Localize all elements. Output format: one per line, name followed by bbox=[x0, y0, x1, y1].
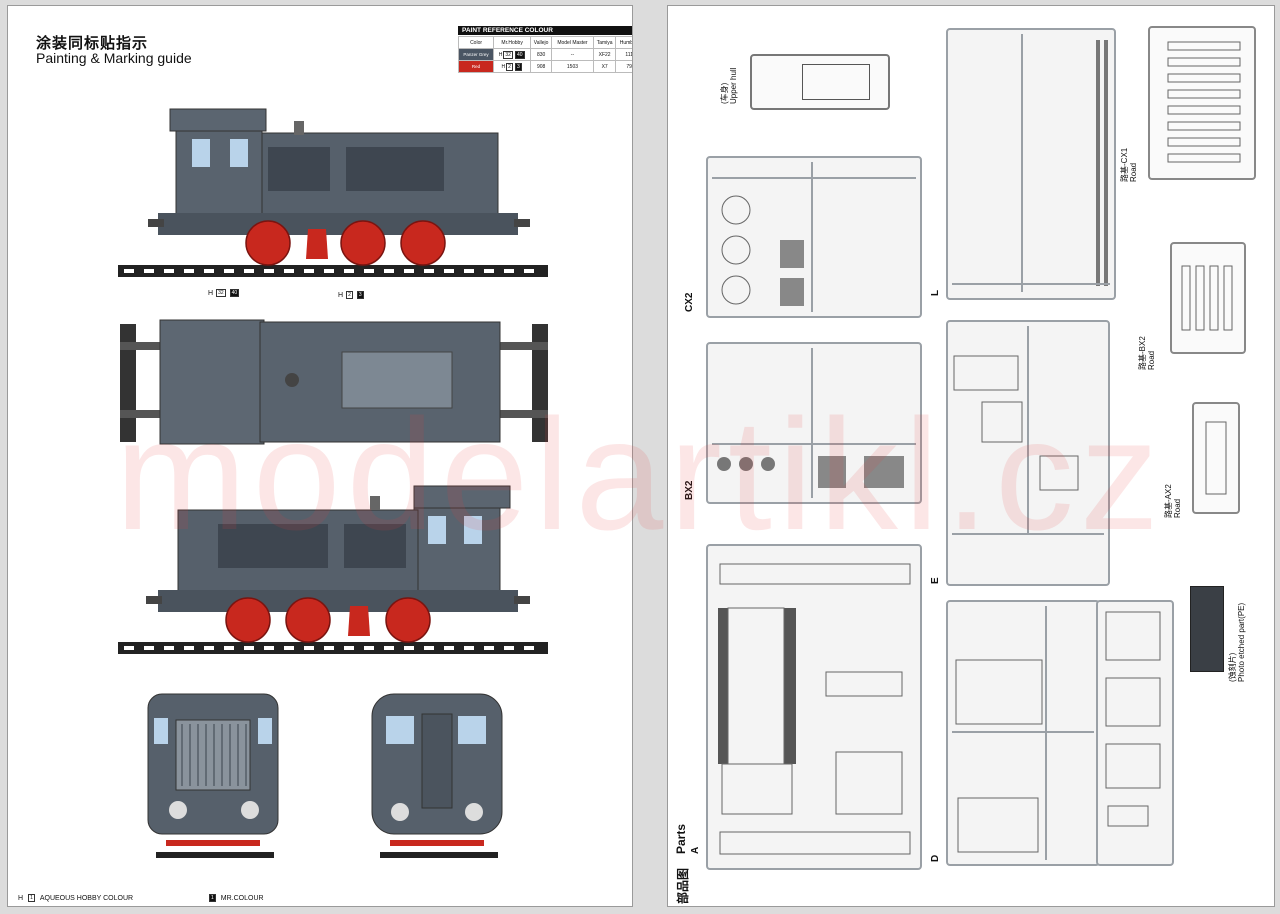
label-cn: (蚀刻片) bbox=[1228, 652, 1237, 682]
road-bx2-part bbox=[1170, 242, 1246, 354]
loco-front-view bbox=[147, 693, 279, 858]
mr-code-box: 3 bbox=[514, 62, 522, 71]
h-code: H bbox=[501, 63, 506, 70]
legend-mr-colour: 1 MR.COLOUR bbox=[208, 894, 264, 902]
label-en: Road bbox=[1129, 162, 1138, 182]
pe-label: (蚀刻片) Photo etched part(PE) bbox=[1228, 603, 1246, 682]
road-ax2-part bbox=[1192, 402, 1240, 514]
col-header: Tamiya bbox=[592, 36, 617, 49]
label-cn: 路基-CX1 bbox=[1120, 147, 1129, 182]
label-en: Road bbox=[1173, 498, 1182, 518]
table-header-row: Color Mr.Hobby Vallejo Model Master Tami… bbox=[457, 36, 632, 49]
loco-side-view-right bbox=[118, 108, 548, 277]
grey-callout: H 32 40 bbox=[208, 289, 240, 297]
col-header: Model Master bbox=[551, 36, 594, 49]
parts-title-en: Parts bbox=[674, 823, 688, 854]
label-en: Upper hull bbox=[729, 67, 738, 104]
h-code-box: 32 bbox=[503, 50, 513, 59]
col-header: Humbrol bbox=[615, 36, 632, 49]
road-cx1-label: 路基-CX1 Road bbox=[1120, 148, 1138, 182]
label-cn: 路基-AX2 bbox=[1164, 484, 1173, 518]
paint-table-heading: PAINT REFERENCE COLOUR bbox=[458, 26, 632, 35]
red-callout: H 2 3 bbox=[338, 291, 365, 299]
tamiya-cell: XF22 bbox=[592, 48, 617, 61]
upper-hull-label: (车身) Upper hull bbox=[720, 68, 738, 104]
label-cn: 路基-BX2 bbox=[1138, 336, 1147, 370]
h-code-box: 2 bbox=[506, 62, 513, 71]
color-swatch: Panzer Grey bbox=[457, 48, 495, 61]
sprue-cx2 bbox=[706, 156, 922, 318]
sprue-label-cx2: CX2 bbox=[684, 292, 695, 312]
sprue-d bbox=[946, 600, 1100, 866]
mr-code-box: 3 bbox=[356, 291, 364, 299]
title-cn: 涂装同标贴指示 bbox=[36, 35, 149, 52]
sprue-bx2 bbox=[706, 342, 922, 504]
tamiya-cell: X7 bbox=[592, 60, 617, 73]
legend-label: MR.COLOUR bbox=[220, 894, 264, 902]
legend-aqueous: H 1 AQUEOUS HOBBY COLOUR bbox=[18, 894, 133, 902]
mr-code-box: 1 bbox=[209, 894, 216, 902]
paint-reference-table: Color Mr.Hobby Vallejo Model Master Tami… bbox=[457, 36, 632, 73]
label-en: Road bbox=[1147, 350, 1156, 370]
vallejo-cell: 908 bbox=[530, 60, 553, 73]
h-code: H bbox=[18, 894, 24, 902]
sprue-label-bx2: BX2 bbox=[684, 480, 695, 500]
title-en: Painting & Marking guide bbox=[36, 50, 192, 66]
sprue-label-a: A bbox=[690, 846, 701, 854]
mr-code-box: 40 bbox=[229, 289, 240, 297]
sprue-e bbox=[946, 320, 1110, 586]
h-code: H bbox=[208, 289, 214, 297]
model-master-cell: -- bbox=[551, 48, 594, 61]
loco-rear-view bbox=[371, 693, 503, 858]
label-en: Photo etched part(PE) bbox=[1237, 602, 1246, 682]
color-swatch: Red bbox=[457, 60, 495, 73]
parts-title-cn: 部品图 bbox=[676, 867, 690, 904]
sprue-f bbox=[1096, 600, 1174, 866]
sprue-label-d: D bbox=[930, 854, 941, 862]
loco-top-view bbox=[120, 319, 548, 445]
loco-side-view-left bbox=[118, 485, 548, 654]
legend-label: AQUEOUS HOBBY COLOUR bbox=[39, 894, 134, 902]
road-ax2-label: 路基-AX2 Road bbox=[1164, 484, 1182, 518]
road-bx2-label: 路基-BX2 Road bbox=[1138, 336, 1156, 370]
col-header: Vallejo bbox=[530, 36, 553, 49]
model-master-cell: 1503 bbox=[551, 60, 594, 73]
h-code-box: 1 bbox=[28, 894, 35, 902]
sprue-l bbox=[946, 28, 1116, 300]
photo-etched-fret bbox=[1190, 586, 1224, 672]
col-header: Color bbox=[457, 36, 495, 49]
sprue-label-l: L bbox=[930, 289, 941, 296]
h-code-box: 2 bbox=[346, 291, 353, 299]
sprue-label-e: E bbox=[930, 577, 941, 584]
label-cn: (车身) bbox=[720, 82, 729, 104]
h-code: H bbox=[338, 291, 344, 299]
col-header: Mr.Hobby bbox=[493, 36, 532, 49]
sprue-a bbox=[706, 544, 922, 870]
humbrol-cell: 111 bbox=[615, 48, 632, 61]
mr-code-box: 40 bbox=[514, 50, 525, 59]
vallejo-cell: 830 bbox=[530, 48, 553, 61]
parts-page: (车身) Upper hull CX2 BX2 部品图 Parts A bbox=[668, 6, 1274, 906]
h-code-box: 32 bbox=[216, 289, 226, 297]
upper-hull-part bbox=[750, 54, 890, 110]
h-code: H bbox=[498, 51, 503, 58]
road-cx1-part bbox=[1148, 26, 1256, 180]
humbrol-cell: 79 bbox=[615, 60, 632, 73]
painting-guide-page: 涂装同标贴指示 Painting & Marking guide PAINT R… bbox=[8, 6, 632, 906]
